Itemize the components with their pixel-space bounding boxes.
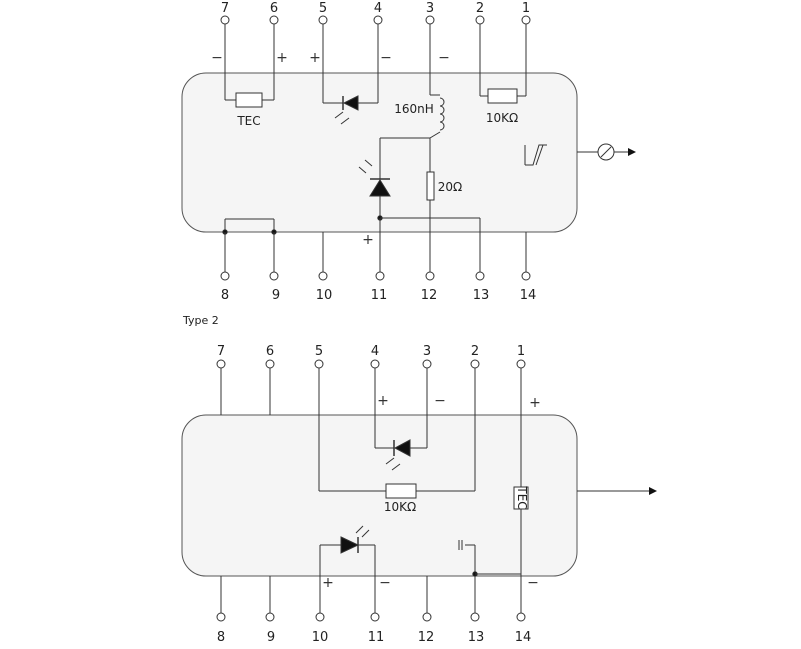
package-body-2 [181, 414, 578, 577]
pin2-top-5: 5 [315, 344, 323, 359]
label-inductor: 160nH [394, 102, 434, 116]
pin-bottom-11: 11 [371, 288, 388, 303]
label-thermistor-1: 10KΩ [486, 111, 518, 125]
pin2-top-6: 6 [266, 344, 274, 359]
pin-top-1: 1 [522, 1, 530, 16]
sign-pin7: − [211, 50, 223, 66]
pin-top-6: 6 [270, 1, 278, 16]
label-tec-2: TEC [515, 485, 529, 509]
pin-top-3: 3 [426, 1, 434, 16]
pin-bottom-9: 9 [272, 288, 280, 303]
pin2-top-7: 7 [217, 344, 225, 359]
label-tec-1: TEC [236, 114, 260, 128]
top-pin-circles-2 [216, 359, 526, 369]
pin-bottom-13: 13 [473, 288, 490, 303]
sign-pin11: + [362, 232, 374, 248]
pin2-top-4: 4 [371, 344, 379, 359]
sign2-pin14: − [527, 575, 539, 591]
inductor-160nh [439, 97, 445, 131]
type-2-label: Type 2 [183, 314, 219, 327]
top-pin-leads-2 [220, 368, 522, 491]
pin2-bottom-12: 12 [418, 630, 435, 645]
pin-top-2: 2 [476, 1, 484, 16]
pin2-top-3: 3 [423, 344, 431, 359]
sign-pin5: + [309, 50, 321, 66]
top-pin-circles-1 [220, 15, 531, 25]
diagram-1-text: 7 6 5 4 3 2 1 8 9 10 11 12 13 14 − + + −… [211, 1, 536, 303]
tec-block-1 [235, 92, 263, 108]
sign2-pin1: + [529, 395, 541, 411]
pin-top-4: 4 [374, 1, 382, 16]
pin2-bottom-8: 8 [217, 630, 225, 645]
pin2-bottom-10: 10 [312, 630, 329, 645]
pin2-bottom-14: 14 [515, 630, 532, 645]
pin2-top-2: 2 [471, 344, 479, 359]
top-pin-leads-1 [224, 24, 527, 103]
sign2-pin11: − [379, 575, 391, 591]
sign2-pin4: + [377, 393, 389, 409]
sign-pin4: − [380, 50, 392, 66]
photodiode-1 [342, 95, 359, 111]
bottom-pin-circles-2 [216, 612, 526, 622]
pin-top-5: 5 [319, 1, 327, 16]
thermistor-10k-1 [487, 88, 518, 104]
sign2-pin10: + [322, 575, 334, 591]
pin-bottom-14: 14 [520, 288, 537, 303]
resistor-20ohm [426, 171, 435, 201]
photodiode-2 [393, 439, 411, 457]
pin-bottom-12: 12 [421, 288, 438, 303]
pin-top-7: 7 [221, 1, 229, 16]
diagram-2-text: 7 6 5 4 3 2 1 8 9 10 11 12 13 14 + − + +… [217, 344, 541, 645]
sign2-pin3: − [434, 393, 446, 409]
diagram-type-1 [181, 15, 636, 281]
pin2-bottom-9: 9 [267, 630, 275, 645]
sign-pin3: − [438, 50, 450, 66]
thermistor-10k-2 [385, 483, 417, 499]
sign-pin6: + [276, 50, 288, 66]
laser-diode-2 [340, 536, 360, 554]
pin2-bottom-11: 11 [368, 630, 385, 645]
bottom-pin-leads-2 [220, 576, 428, 613]
label-resistor: 20Ω [438, 180, 462, 194]
pin-bottom-10: 10 [316, 288, 333, 303]
bottom-pin-circles-1 [220, 271, 531, 281]
pin2-top-1: 1 [517, 344, 525, 359]
pin-bottom-8: 8 [221, 288, 229, 303]
pin2-bottom-13: 13 [468, 630, 485, 645]
label-thermistor-2: 10KΩ [384, 500, 416, 514]
fiber-output-1 [524, 143, 636, 166]
diagram-type-2 [181, 359, 657, 622]
bottom-pin-leads-1 [224, 232, 527, 272]
